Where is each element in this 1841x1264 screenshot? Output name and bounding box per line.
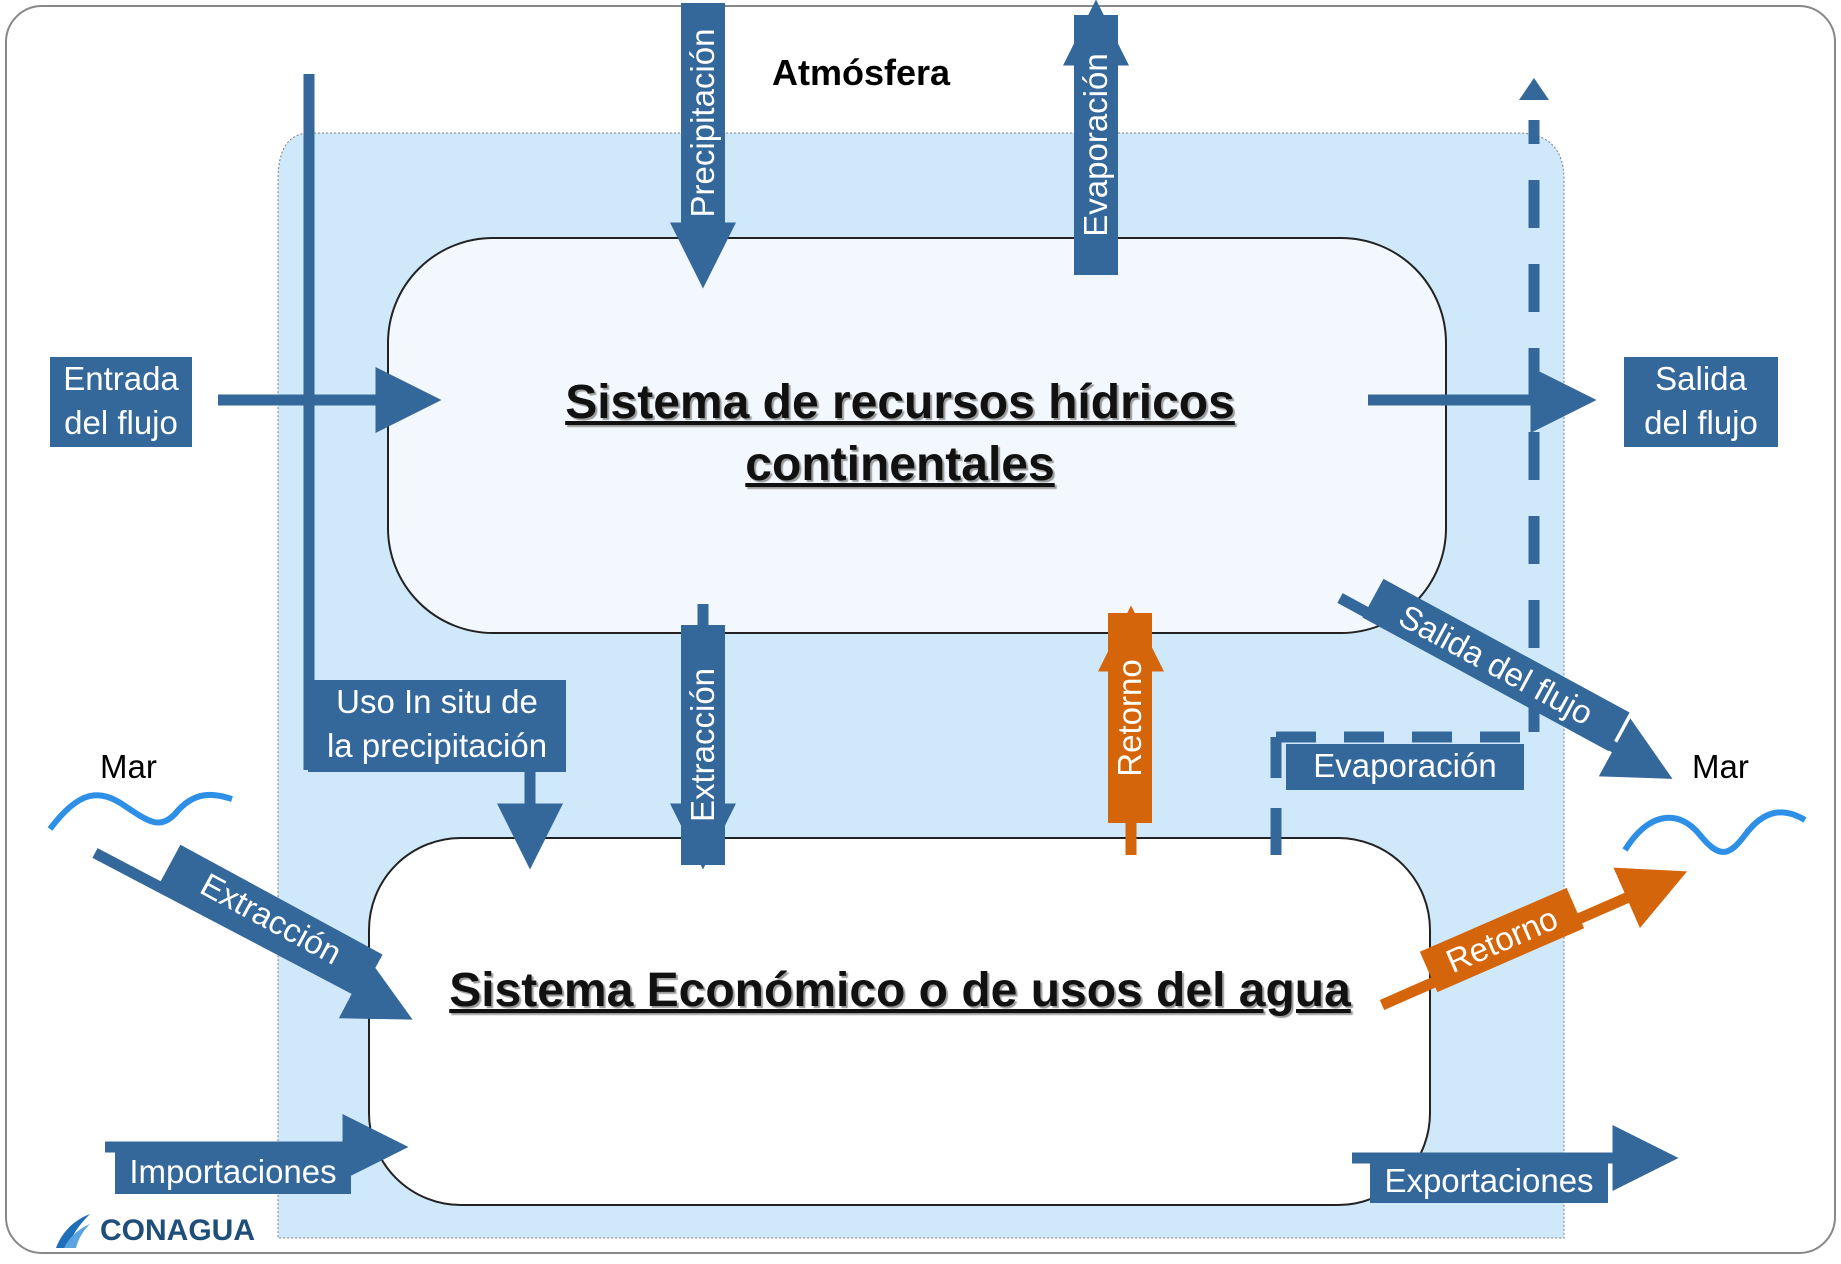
outflow-label: Salida del flujo [1624, 357, 1778, 447]
inflow-label: Entrada del flujo [50, 357, 192, 447]
economic-system-title: Sistema Económico o de usos del agua [449, 964, 1351, 1017]
inflow-label-line1: Entrada [63, 360, 179, 397]
evaporation-dashed-head [1519, 78, 1549, 100]
in-situ-label-line1: Uso In situ de [336, 683, 538, 720]
in-situ-label-line2: la precipitación [326, 727, 548, 764]
return-mid-label: Retorno [1108, 613, 1152, 823]
inflow-label-line2: del flujo [64, 404, 178, 441]
water-resources-box [387, 237, 1447, 634]
outer-frame [5, 5, 1836, 1254]
conagua-logo-text: CONAGUA [100, 1214, 255, 1247]
atmosphere-label: Atmósfera [772, 52, 951, 93]
water-system-title: Sistema de recursos hídricos continental… [565, 376, 1235, 491]
outflow-label-line1: Salida [1655, 360, 1747, 397]
conagua-logo: CONAGUA [52, 1206, 255, 1256]
sea-wave-left-icon [47, 791, 233, 831]
sea-right-label: Mar [1692, 748, 1749, 785]
sea-wave-right-icon [1622, 809, 1807, 855]
evaporation-top-label: Evaporación [1074, 15, 1118, 275]
sea-left-label: Mar [100, 748, 157, 785]
economic-box [368, 837, 1431, 1206]
in-situ-label: Uso In situ de la precipitación [308, 680, 566, 772]
imports-label: Importaciones [115, 1150, 351, 1194]
extraction-mid-label: Extracción [681, 625, 725, 865]
evaporation-right-label: Evaporación [1286, 744, 1524, 790]
conagua-logo-icon [56, 1214, 90, 1248]
outflow-label-line2: del flujo [1644, 404, 1758, 441]
precipitation-label: Precipitación [681, 3, 725, 243]
exports-label: Exportaciones [1370, 1159, 1608, 1203]
